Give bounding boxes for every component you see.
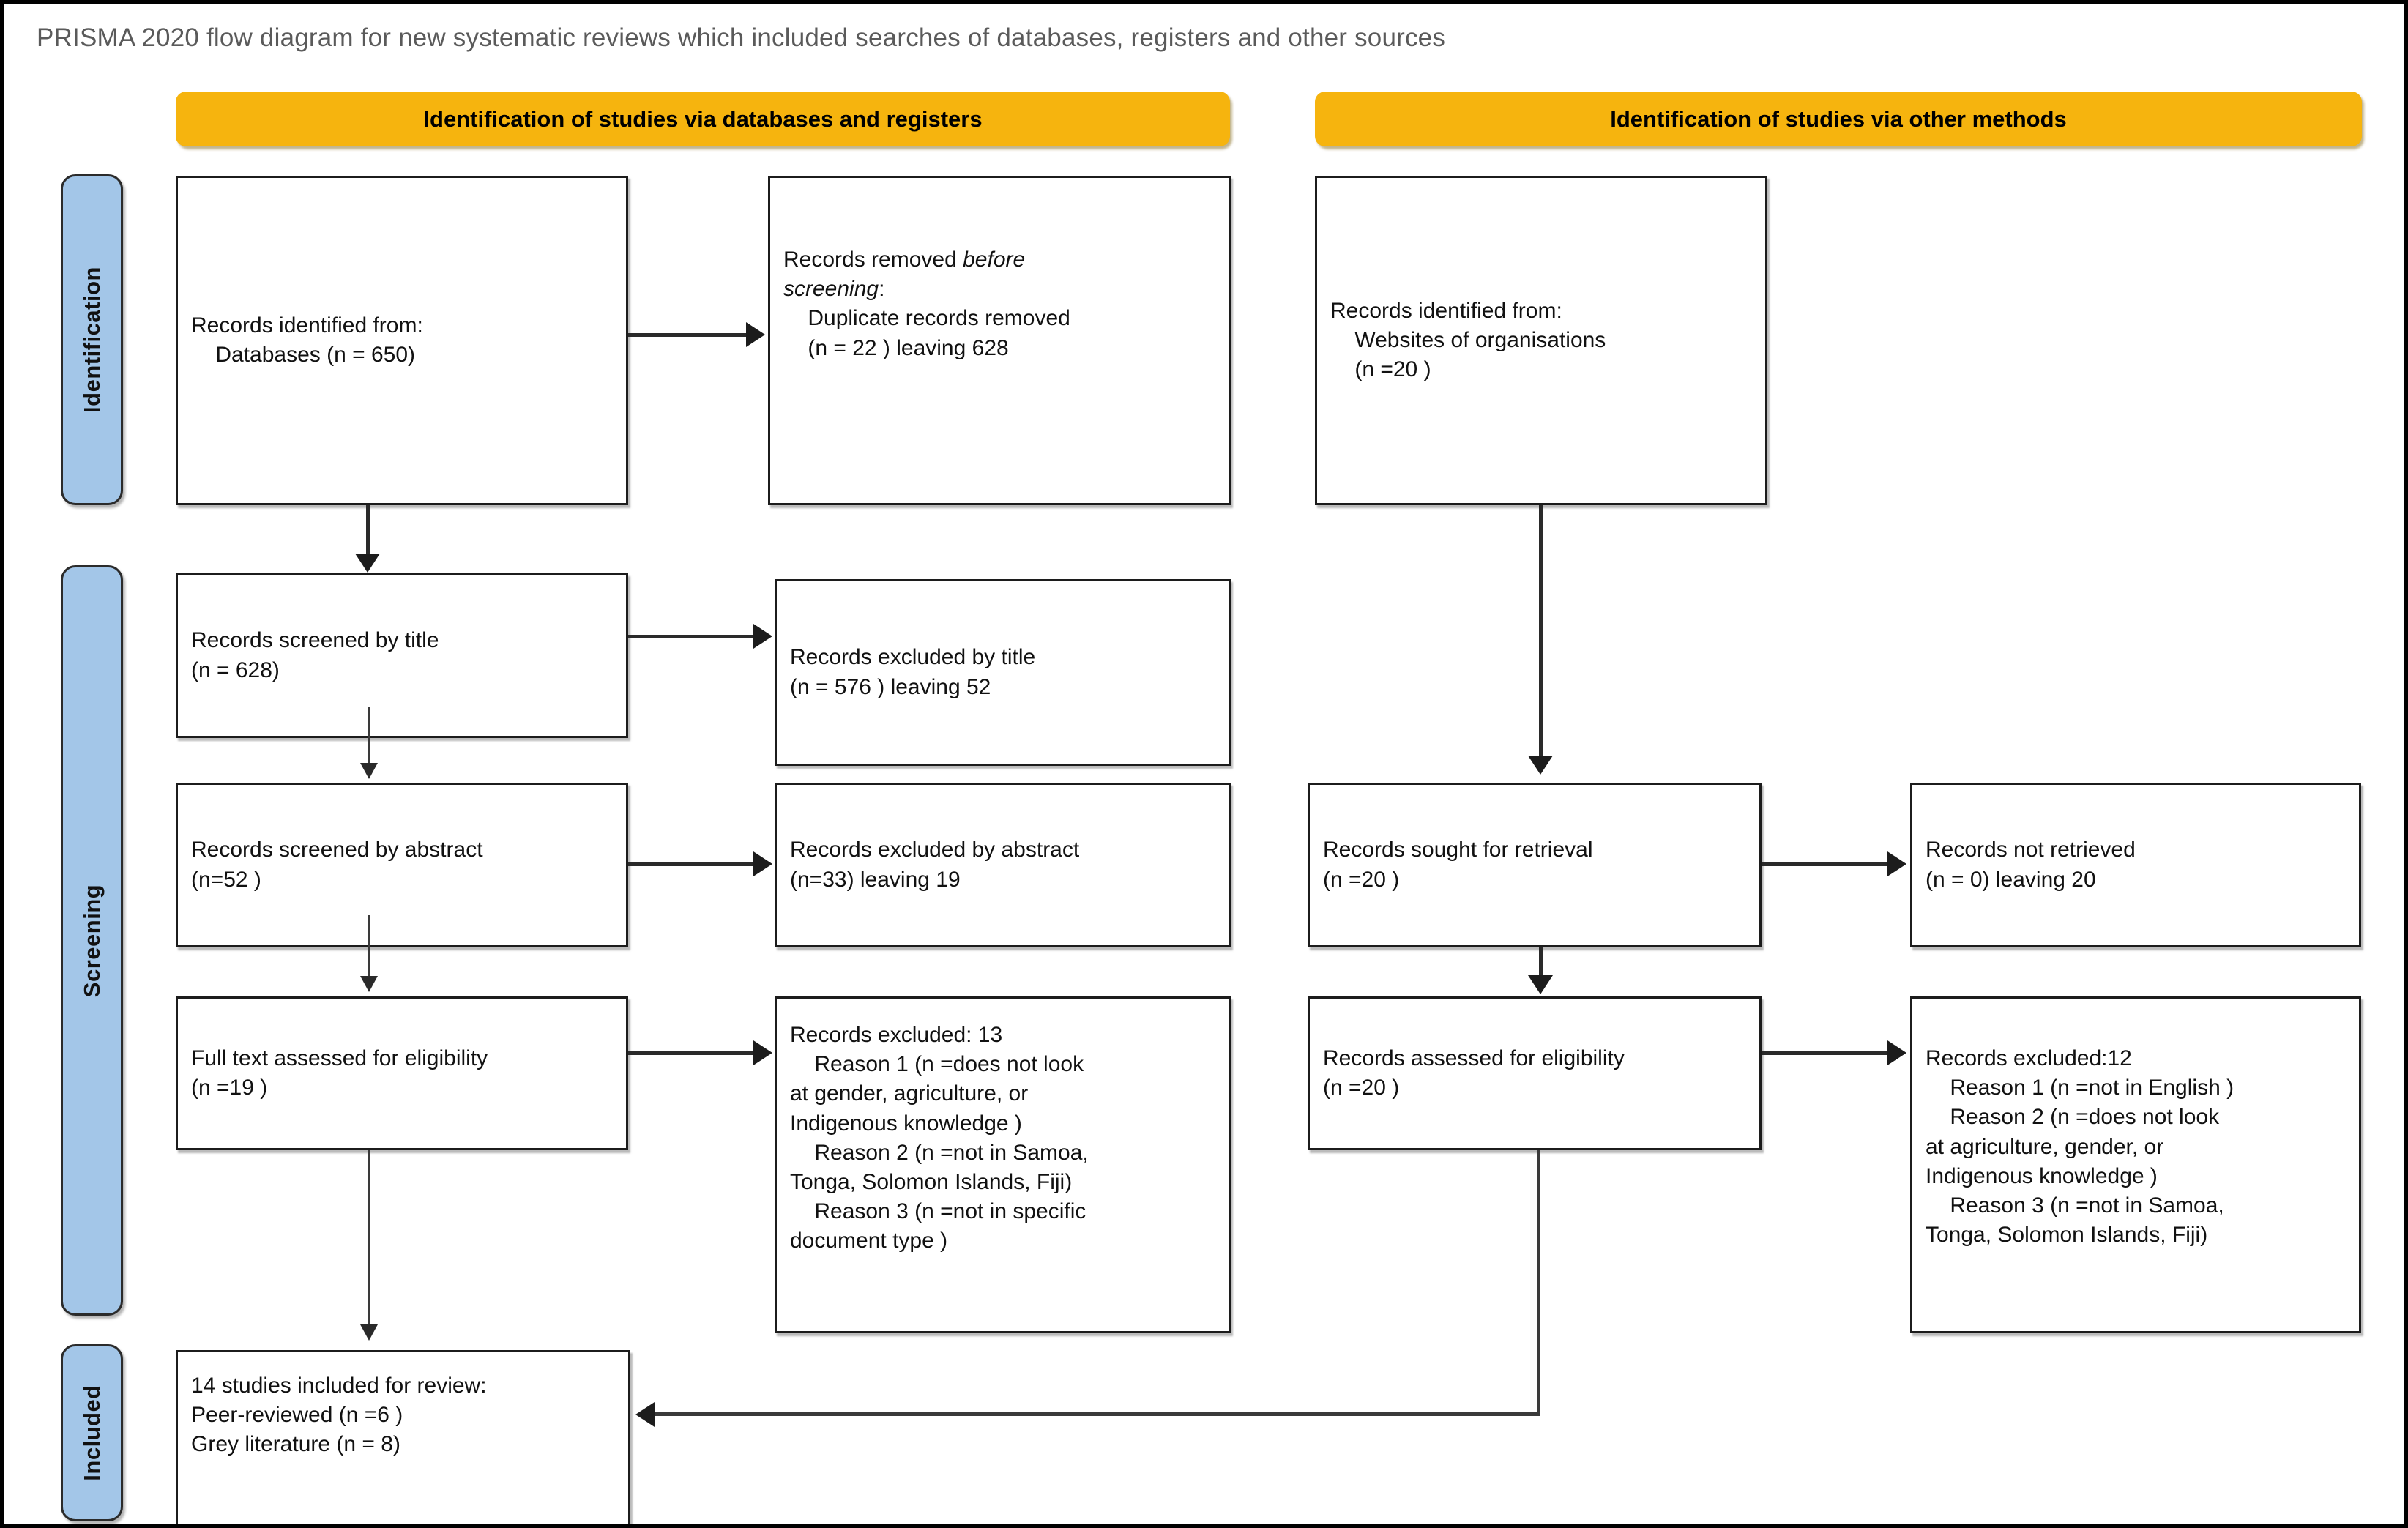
arrowhead-identified-to-screened-title xyxy=(355,554,380,573)
arrowhead-screened-title-to-excluded-title xyxy=(753,624,772,649)
connector-screened-title-to-excluded-title xyxy=(628,635,756,638)
box-records-not-retrieved-text: Records not retrieved (n = 0) leaving 20 xyxy=(1926,838,2136,892)
box-records-excluded-title: Records excluded by title (n = 576 ) lea… xyxy=(775,579,1231,766)
arrowhead-other-to-sought xyxy=(1528,756,1553,775)
arrowhead-fulltext-to-included xyxy=(360,1324,378,1341)
box-records-removed-before-screening: Records removed before screening: Duplic… xyxy=(768,176,1231,505)
box-records-excluded-fulltext-text: Records excluded: 13 Reason 1 (n =does n… xyxy=(790,1023,1089,1253)
arrowhead-abstract-to-excluded-abstract xyxy=(753,851,772,876)
stage-pill-screening: Screening xyxy=(61,565,123,1316)
page-title: PRISMA 2020 flow diagram for new systema… xyxy=(37,23,1446,52)
banner-databases-label: Identification of studies via databases … xyxy=(423,105,983,132)
box-records-not-retrieved: Records not retrieved (n = 0) leaving 20 xyxy=(1910,783,2361,947)
stage-pill-identification: Identification xyxy=(61,174,123,505)
box-records-screened-title: Records screened by title (n = 628) xyxy=(176,573,628,738)
box-records-assessed-eligibility-text: Records assessed for eligibility (n =20 … xyxy=(1323,1046,1625,1100)
box-records-screened-abstract: Records screened by abstract (n=52 ) xyxy=(176,783,628,947)
box-records-excluded-abstract-text: Records excluded by abstract (n=33) leav… xyxy=(790,838,1080,892)
connector-sought-to-assessed xyxy=(1539,947,1543,978)
box-studies-included-text: 14 studies included for review: Peer-rev… xyxy=(191,1374,487,1457)
stage-pill-included-label: Included xyxy=(78,1384,105,1481)
arrowhead-assessed-to-excluded-other xyxy=(1887,1040,1906,1065)
connector-other-to-sought xyxy=(1539,505,1543,759)
connector-abstract-to-fulltext xyxy=(368,915,370,977)
box-records-removed-before-screening-text: Records removed before screening: Duplic… xyxy=(783,247,1070,360)
stage-pill-screening-label: Screening xyxy=(78,884,105,997)
box-records-identified-databases: Records identified from: Databases (n = … xyxy=(176,176,628,505)
box-records-identified-other-text: Records identified from: Websites of org… xyxy=(1330,298,1606,382)
box-full-text-assessed-text: Full text assessed for eligibility (n =1… xyxy=(191,1046,488,1100)
arrowhead-identified-to-removed xyxy=(746,322,765,347)
arrowhead-abstract-to-fulltext xyxy=(360,976,378,992)
connector-right-column-to-included xyxy=(655,1412,1540,1416)
arrowhead-right-column-to-included xyxy=(635,1402,655,1427)
connector-fulltext-to-excluded-reasons xyxy=(628,1051,756,1055)
box-records-excluded-abstract: Records excluded by abstract (n=33) leav… xyxy=(775,783,1231,947)
box-records-sought-retrieval: Records sought for retrieval (n =20 ) xyxy=(1308,783,1762,947)
stage-pill-included: Included xyxy=(61,1344,123,1521)
box-records-screened-title-text: Records screened by title (n = 628) xyxy=(191,628,439,682)
arrowhead-title-to-abstract xyxy=(360,763,378,779)
arrowhead-sought-to-not-retrieved xyxy=(1887,851,1906,876)
banner-other-methods: Identification of studies via other meth… xyxy=(1315,92,2362,146)
box-records-excluded-other: Records excluded:12 Reason 1 (n =not in … xyxy=(1910,996,2361,1333)
banner-other-methods-label: Identification of studies via other meth… xyxy=(1610,105,2067,132)
arrowhead-fulltext-to-excluded-reasons xyxy=(753,1040,772,1065)
box-records-excluded-title-text: Records excluded by title (n = 576 ) lea… xyxy=(790,645,1036,699)
connector-assessed-to-excluded-other xyxy=(1762,1051,1890,1055)
connector-identified-to-removed xyxy=(628,333,749,337)
box-records-identified-other: Records identified from: Websites of org… xyxy=(1315,176,1767,505)
box-records-excluded-other-text: Records excluded:12 Reason 1 (n =not in … xyxy=(1926,1046,2234,1248)
box-records-assessed-eligibility: Records assessed for eligibility (n =20 … xyxy=(1308,996,1762,1150)
box-records-screened-abstract-text: Records screened by abstract (n=52 ) xyxy=(191,838,483,892)
connector-assessed-down-to-included xyxy=(1537,1150,1540,1414)
banner-databases-and-registers: Identification of studies via databases … xyxy=(176,92,1230,146)
box-records-sought-retrieval-text: Records sought for retrieval (n =20 ) xyxy=(1323,838,1593,892)
box-records-identified-databases-text: Records identified from: Databases (n = … xyxy=(191,313,423,367)
connector-abstract-to-excluded-abstract xyxy=(628,862,756,866)
connector-sought-to-not-retrieved xyxy=(1762,862,1890,866)
box-studies-included: 14 studies included for review: Peer-rev… xyxy=(176,1350,630,1524)
connector-fulltext-to-included xyxy=(368,1150,370,1326)
connector-title-to-abstract xyxy=(368,707,370,766)
stage-pill-identification-label: Identification xyxy=(78,267,105,413)
box-full-text-assessed: Full text assessed for eligibility (n =1… xyxy=(176,996,628,1150)
connector-identified-to-screened-title xyxy=(366,505,370,556)
box-records-excluded-fulltext: Records excluded: 13 Reason 1 (n =does n… xyxy=(775,996,1231,1333)
arrowhead-sought-to-assessed xyxy=(1528,975,1553,994)
